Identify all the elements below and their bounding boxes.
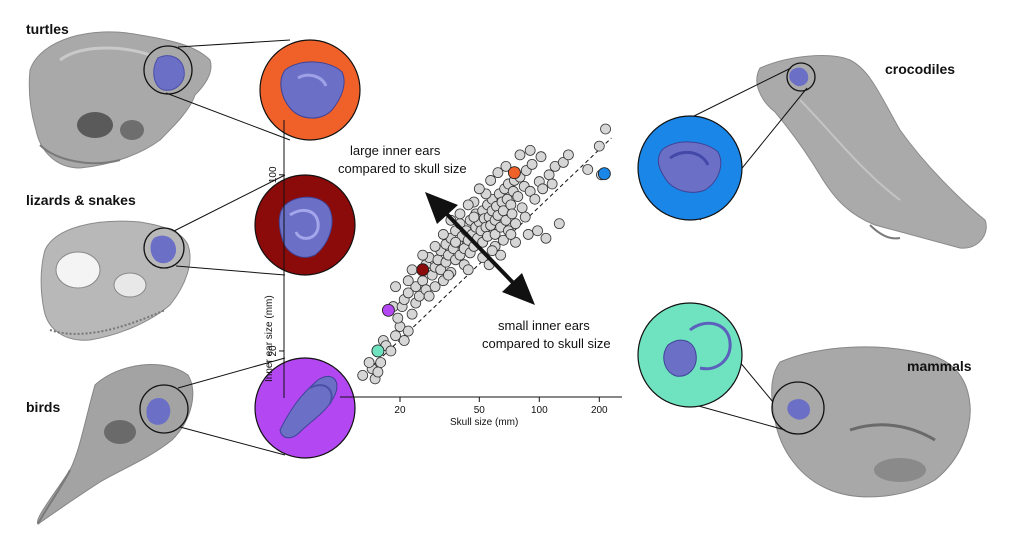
annotation-large-line1: large inner ears [350, 143, 441, 158]
data-point [540, 232, 552, 244]
label-birds: birds [26, 399, 60, 415]
data-point [429, 240, 441, 252]
data-point [506, 208, 518, 220]
data-point [526, 158, 538, 170]
y-tick-label: 20 [268, 345, 279, 357]
data-point [522, 229, 534, 240]
ear-circle-birds [254, 357, 356, 459]
label-lizards-snakes: lizards & snakes [26, 192, 136, 208]
data-point [392, 312, 404, 324]
data-point [437, 229, 449, 240]
data-point [535, 151, 547, 163]
data-point [423, 290, 435, 302]
data-point [582, 164, 594, 175]
data-point [398, 335, 410, 346]
data-point [435, 264, 447, 276]
data-point [557, 157, 569, 168]
highlighted-points [371, 166, 611, 358]
data-point [485, 175, 497, 186]
ear-circle-mammals [637, 302, 743, 408]
data-point [505, 229, 517, 240]
data-point [519, 211, 531, 223]
data-point [500, 160, 512, 172]
data-point [495, 249, 507, 261]
ear-circle-crocodiles [637, 115, 743, 221]
data-point [462, 199, 474, 211]
highlight-point-crocodiles [597, 167, 611, 181]
x-tick-label: 100 [531, 405, 548, 416]
data-point [516, 202, 528, 214]
data-point [553, 218, 565, 230]
x-axis-label: Skull size (mm) [450, 417, 518, 428]
data-point [410, 281, 422, 293]
data-point [468, 211, 480, 223]
data-point [492, 167, 504, 179]
data-point [462, 264, 474, 276]
scatter-plot: 20 50 100 200 20 100 Skull size (mm) Inner ea… [264, 120, 622, 428]
comparison-arrow [425, 192, 535, 305]
data-point [600, 123, 611, 135]
data-point [406, 264, 418, 276]
label-turtles: turtles [26, 21, 69, 37]
data-point [537, 183, 549, 195]
bird-skull [36, 364, 194, 525]
ear-circle-lizards [254, 174, 356, 276]
data-point [406, 308, 418, 320]
label-mammals: mammals [907, 358, 972, 374]
annotation-small-line2: compared to skull size [482, 336, 611, 351]
data-point [417, 249, 429, 261]
mammal-skull [771, 346, 971, 498]
highlight-point-lizards [416, 263, 430, 277]
x-tick-label: 50 [474, 405, 486, 416]
data-point [402, 325, 414, 337]
x-tick-label: 200 [591, 405, 608, 416]
data-point [510, 236, 521, 248]
data-point [450, 236, 461, 248]
highlight-point-mammals [371, 344, 385, 358]
data-point [489, 229, 501, 240]
data-point [593, 140, 605, 152]
data-point [512, 191, 524, 202]
data-point [505, 199, 517, 211]
highlight-point-birds [381, 303, 395, 317]
data-point [454, 208, 466, 220]
turtle-skull [28, 31, 212, 169]
data-point [385, 345, 397, 357]
x-tick-label: 20 [394, 405, 406, 416]
data-point [390, 330, 401, 342]
data-point [372, 366, 384, 378]
data-point [417, 275, 429, 287]
data-point [524, 185, 536, 197]
annotation-small-line1: small inner ears [498, 318, 590, 333]
data-point [375, 357, 387, 368]
lizard-skull [40, 220, 191, 341]
data-point [443, 269, 454, 281]
ear-circle-turtles [259, 39, 361, 141]
y-axis-label: Inner ear size (mm) [264, 295, 275, 382]
data-point [510, 218, 521, 230]
data-point [524, 144, 536, 156]
data-point [473, 183, 485, 195]
data-point [429, 281, 441, 293]
data-point [402, 287, 414, 299]
annotation-large-line2: compared to skull size [338, 161, 467, 176]
data-point [529, 193, 541, 205]
highlight-point-turtles [507, 166, 521, 180]
data-point [543, 169, 555, 181]
data-point [563, 149, 574, 161]
data-point [546, 178, 558, 190]
label-crocodiles: crocodiles [885, 61, 955, 77]
data-point [497, 234, 509, 246]
axis-ticks: 20 50 100 200 20 100 [268, 166, 608, 416]
y-tick-label: 100 [268, 166, 279, 183]
crocodile-skull [756, 55, 987, 249]
data-point [532, 225, 543, 237]
data-point [363, 357, 375, 368]
data-point [486, 245, 498, 257]
data-point [514, 149, 526, 161]
data-point [402, 275, 414, 287]
data-point [390, 281, 401, 293]
data-point [357, 369, 369, 381]
